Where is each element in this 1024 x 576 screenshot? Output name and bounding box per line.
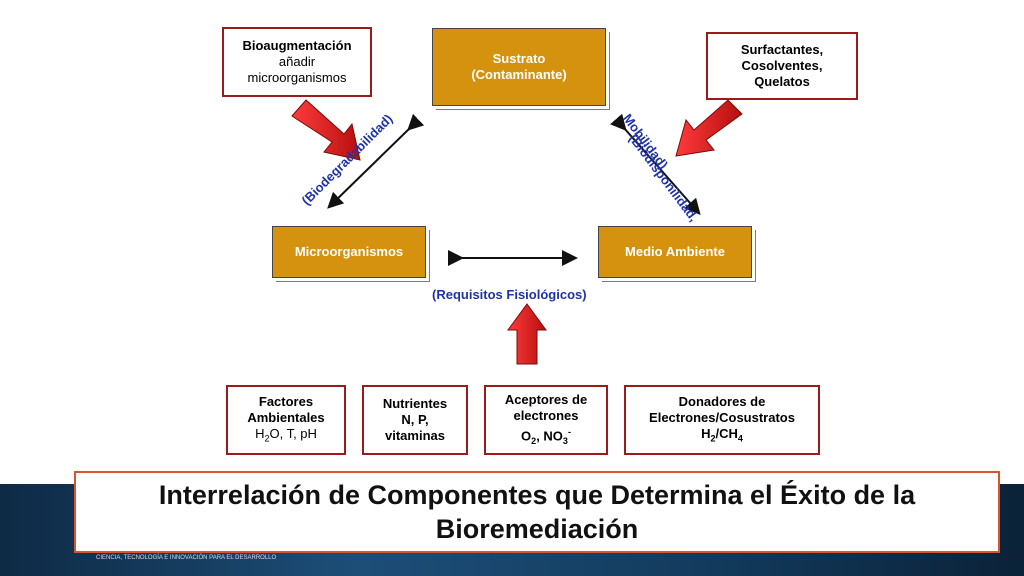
environmental-factors-box: Factores Ambientales H2O, T, pH xyxy=(226,385,346,455)
nutrients-line1: Nutrientes xyxy=(382,396,448,411)
acceptors-line1: Aceptores de xyxy=(504,391,588,407)
factors-line1: Factores xyxy=(258,393,314,409)
substrate-line2: (Contaminante) xyxy=(471,67,567,82)
substrate-line1: Sustrato xyxy=(492,51,546,66)
nutrients-line3: vitaminas xyxy=(385,428,445,443)
title-line1: Interrelación de Componentes que Determi… xyxy=(158,480,916,510)
title-line2: Bioremediación xyxy=(435,514,639,544)
bioaug-line3: microorganismos xyxy=(247,70,347,85)
surfactants-line3: Quelatos xyxy=(754,74,810,89)
surfactant-red-arrow xyxy=(675,99,743,157)
bioaugmentation-box: Bioaugmentación añadir microorganismos xyxy=(222,27,372,97)
bioavailability-arrow xyxy=(610,113,701,216)
surfactants-line2: Cosolventes, xyxy=(741,58,823,73)
donors-line3: H2/CH4 xyxy=(701,425,743,444)
environment-box: Medio Ambiente xyxy=(598,226,752,278)
acceptors-line3: O2, NO3- xyxy=(521,426,571,446)
substrate-box: Sustrato (Contaminante) xyxy=(432,28,606,106)
electron-acceptors-box: Aceptores de electrones O2, NO3- xyxy=(484,385,608,455)
microorganisms-box: Microorganismos xyxy=(272,226,426,278)
factors-line2: Ambientales xyxy=(247,409,325,425)
nutrients-line2: N, P, xyxy=(401,412,429,427)
biodegradability-arrow xyxy=(327,113,425,209)
slide-title: Interrelación de Componentes que Determi… xyxy=(74,471,1000,553)
microorganisms-label: Microorganismos xyxy=(294,244,404,259)
factors-line3: H2O, T, pH xyxy=(255,425,317,444)
requirements-red-arrow xyxy=(507,303,547,365)
surfactants-line1: Surfactantes, xyxy=(740,42,824,57)
donors-line1: Donadores de xyxy=(678,393,766,409)
footer-tagline: CIENCIA, TECNOLOGÍA E INNOVACIÓN PARA EL… xyxy=(96,555,277,561)
environment-label: Medio Ambiente xyxy=(625,244,725,259)
physiological-requirements-label: (Requisitos Fisiológicos) xyxy=(432,287,587,302)
bioaug-line2: añadir xyxy=(278,54,316,69)
bioaug-red-arrow xyxy=(291,99,361,161)
nutrients-box: Nutrientes N, P, vitaminas xyxy=(362,385,468,455)
acceptors-line2: electrones xyxy=(513,407,579,423)
electron-donors-box: Donadores de Electrones/Cosustratos H2/C… xyxy=(624,385,820,455)
surfactants-box: Surfactantes, Cosolventes, Quelatos xyxy=(706,32,858,100)
donors-line2: Electrones/Cosustratos xyxy=(649,409,795,425)
bioaug-title: Bioaugmentación xyxy=(242,38,352,53)
